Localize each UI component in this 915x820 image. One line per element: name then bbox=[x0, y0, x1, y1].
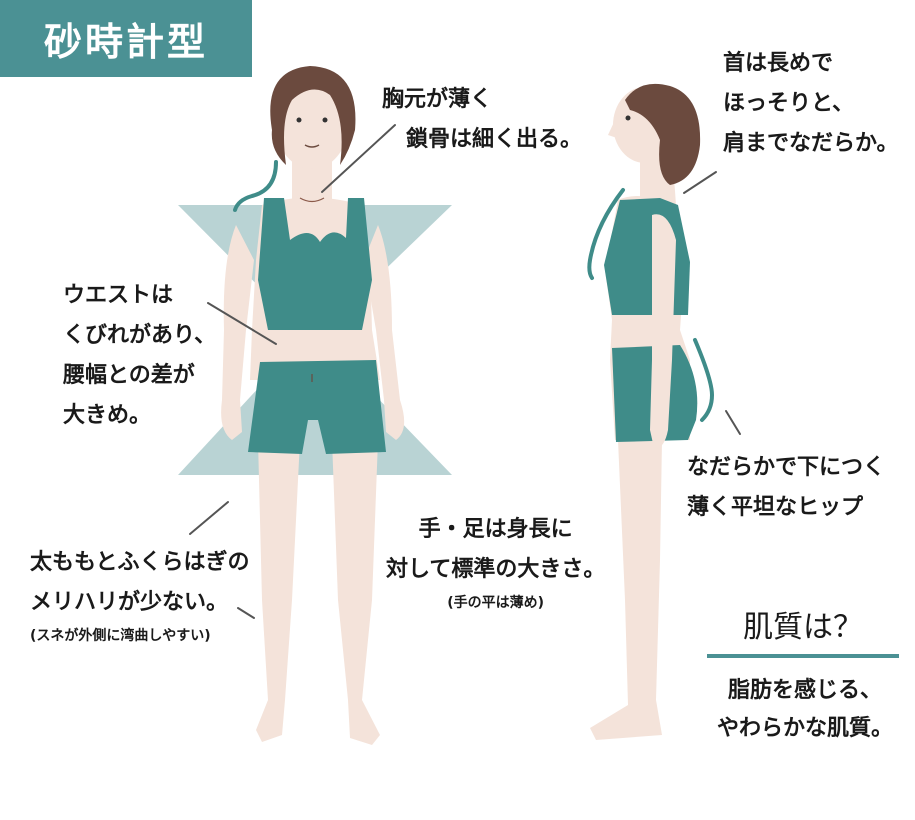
annotation-legs: 太ももとふくらはぎの メリハリが少ない。 (スネが外側に湾曲しやすい) bbox=[30, 543, 250, 647]
annotation-line: 首は長めで bbox=[723, 51, 834, 76]
skin-quality-line: 脂肪を感じる、 bbox=[727, 678, 882, 703]
title-banner: 砂時計型 bbox=[0, 0, 252, 77]
annotation-waist: ウエストは くびれがあり、 腰幅との差が 大きめ。 bbox=[63, 276, 216, 436]
annotation-line: 太ももとふくらはぎの bbox=[30, 550, 250, 575]
annotation-line: なだらかで下につく bbox=[687, 455, 886, 480]
annotation-line: ウエストは bbox=[63, 283, 174, 308]
annotation-line: 胸元が薄く bbox=[382, 87, 493, 112]
side-figure-icon bbox=[590, 83, 701, 740]
skin-quality-heading: 肌質は？ bbox=[743, 610, 863, 645]
annotation-line: メリハリが少ない。 bbox=[30, 590, 229, 615]
page-title: 砂時計型 bbox=[43, 20, 208, 64]
annotation-line: 対して標準の大きさ。 bbox=[386, 557, 606, 582]
annotation-line: 肩までなだらか。 bbox=[723, 131, 899, 156]
leader-lines bbox=[189, 124, 741, 619]
skin-quality-line: やわらかな肌質。 bbox=[716, 716, 893, 741]
annotation-line: 薄く平坦なヒップ bbox=[687, 495, 864, 520]
annotation-hip: なだらかで下につく 薄く平坦なヒップ bbox=[687, 448, 885, 528]
annotation-line: 鎖骨は細く出る。 bbox=[406, 127, 583, 152]
skin-quality-divider bbox=[707, 654, 899, 658]
annotation-line: 大きめ。 bbox=[63, 403, 152, 428]
annotation-chest: 胸元が薄く 鎖骨は細く出る。 bbox=[382, 80, 582, 160]
annotation-note: (手の平は薄め) bbox=[447, 595, 545, 611]
skin-quality-description: 脂肪を感じる、 やわらかな肌質。 bbox=[700, 672, 910, 748]
annotation-line: 腰幅との差が bbox=[63, 363, 195, 388]
annotation-line: 手・足は身長に bbox=[418, 517, 573, 542]
annotation-note: (スネが外側に湾曲しやすい) bbox=[30, 628, 211, 644]
annotation-line: ほっそりと、 bbox=[723, 91, 855, 116]
front-figure-icon bbox=[221, 66, 405, 745]
body-contour-accents bbox=[233, 160, 715, 422]
annotation-hands-feet: 手・足は身長に 対して標準の大きさ。 (手の平は薄め) bbox=[386, 510, 605, 614]
annotation-line: くびれがあり、 bbox=[63, 323, 217, 348]
annotation-neck: 首は長めで ほっそりと、 肩までなだらか。 bbox=[723, 44, 899, 164]
